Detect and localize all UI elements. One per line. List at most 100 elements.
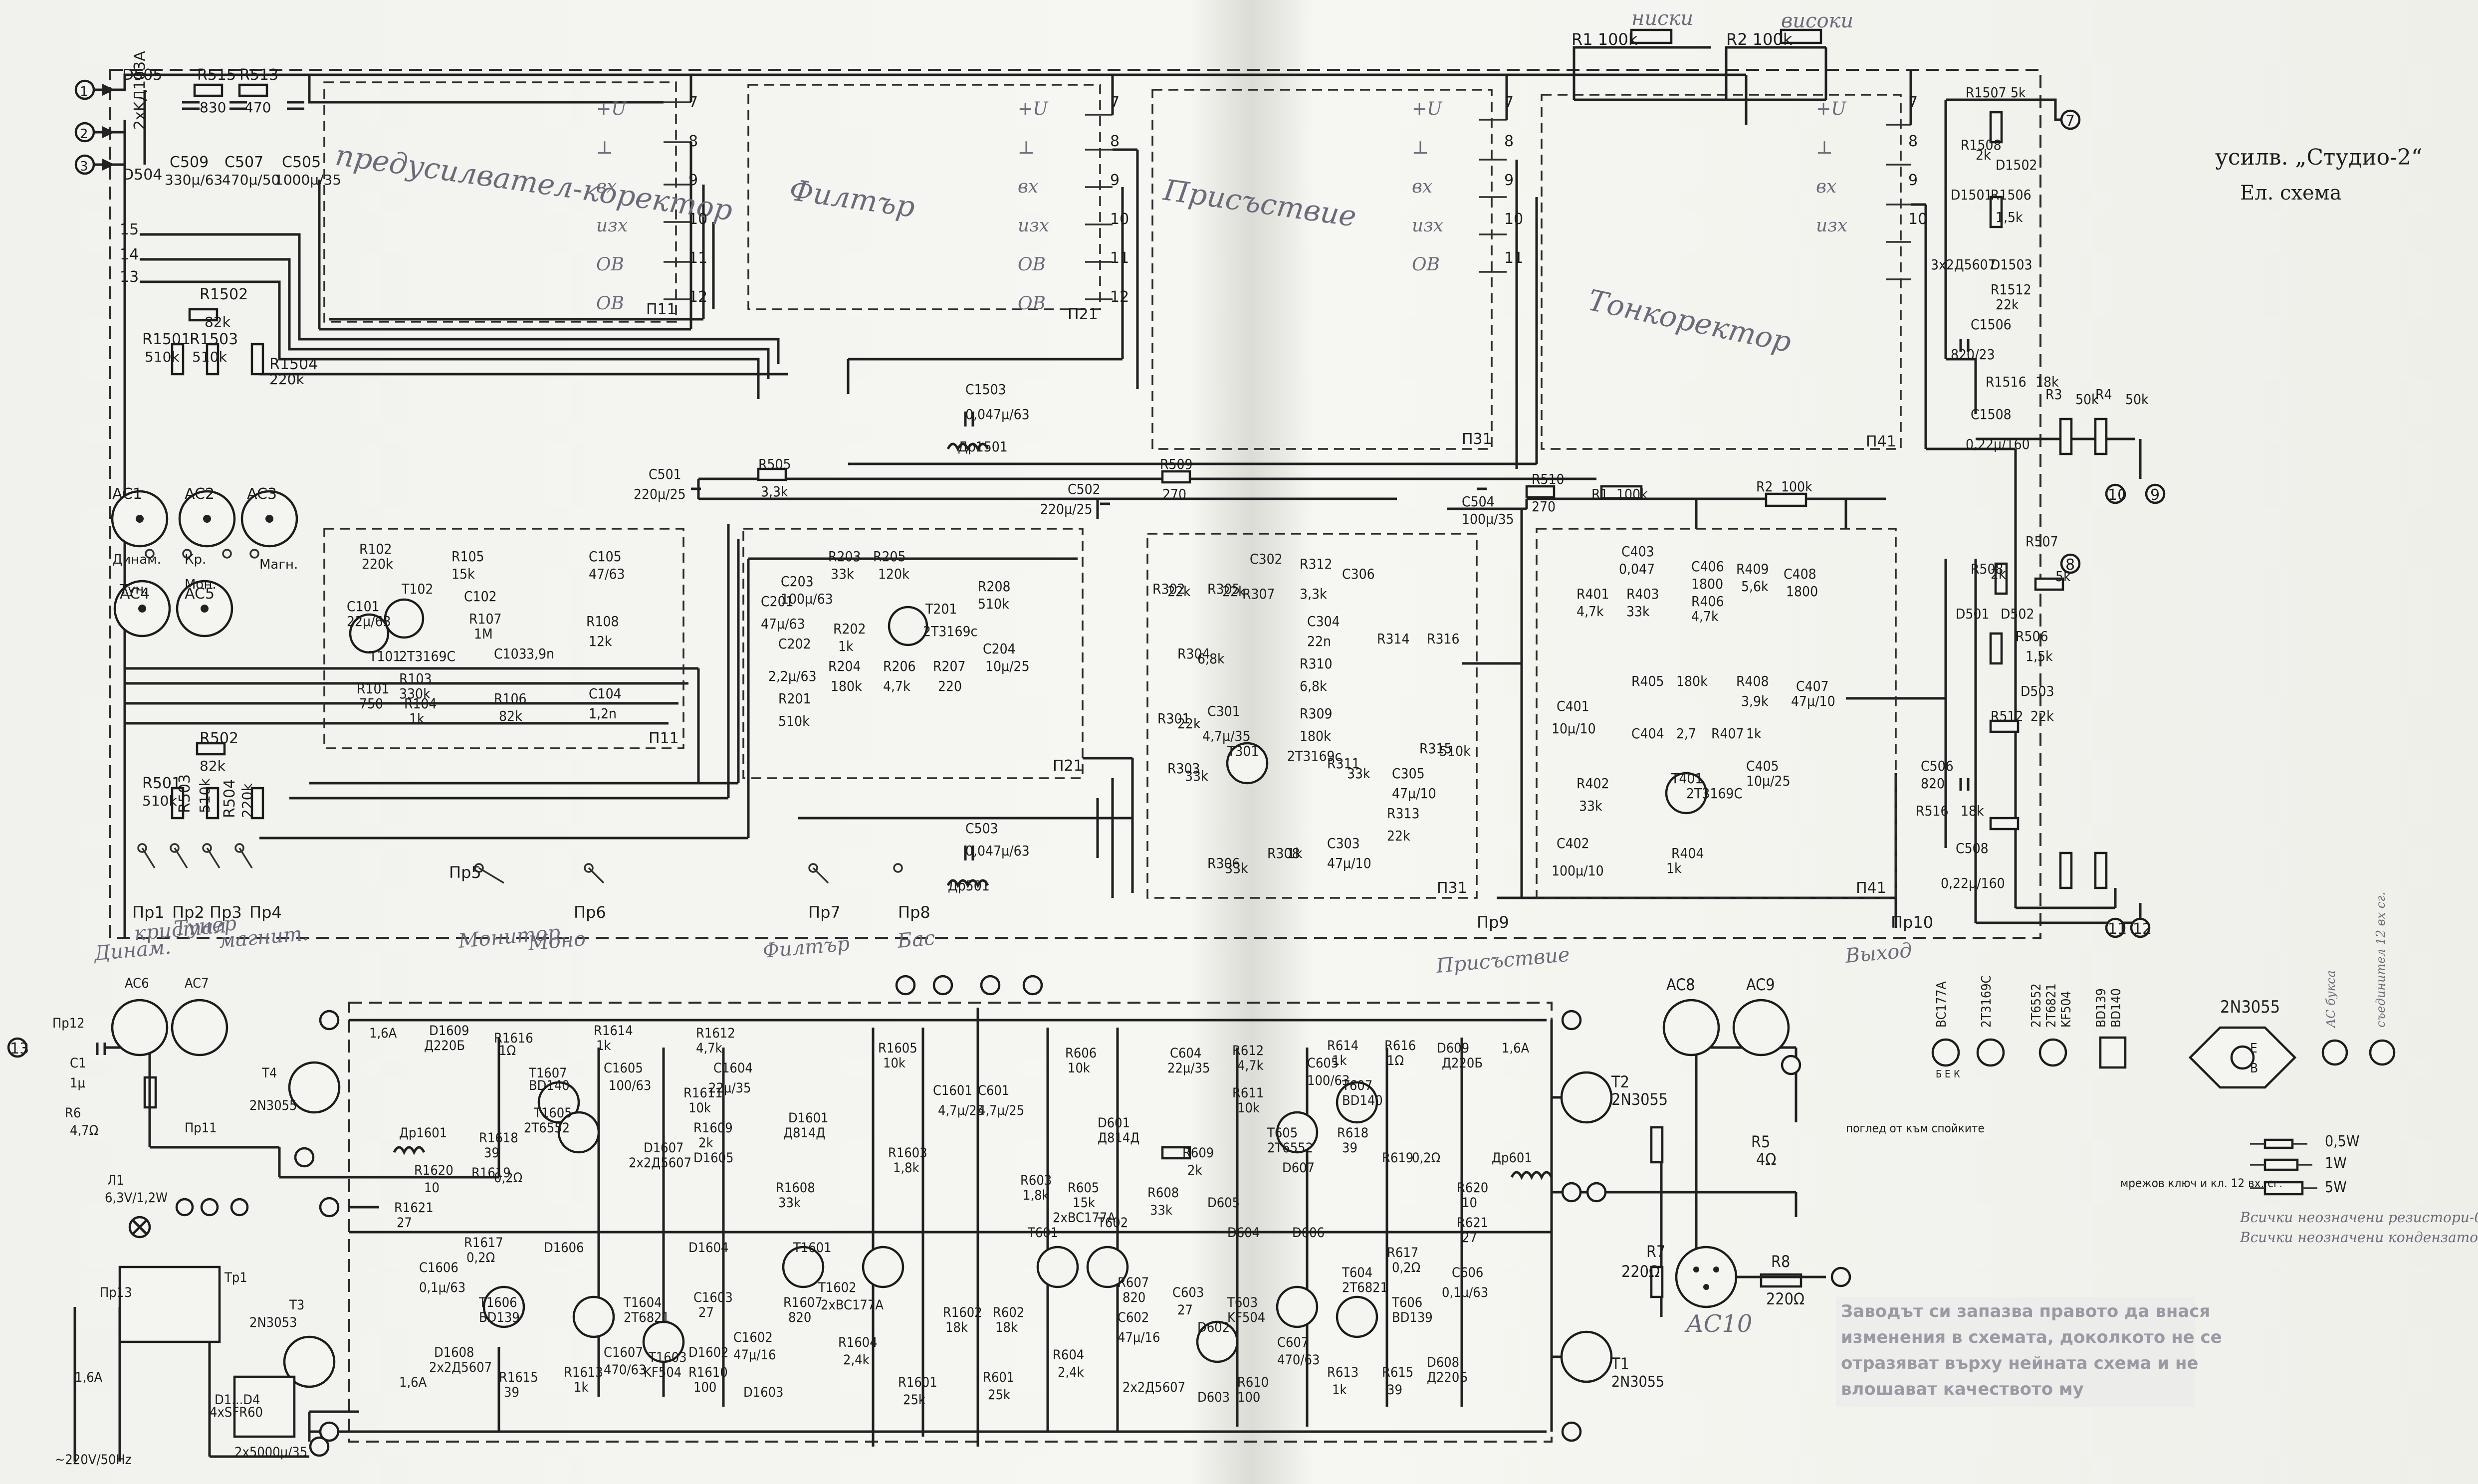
right-r516_val: 18k bbox=[1961, 803, 1984, 819]
p41-r406_val: 4,7k bbox=[1691, 608, 1719, 625]
pa-right-r619_val: 0,2Ω bbox=[1412, 1150, 1440, 1166]
pa-right-r604: R604 bbox=[1053, 1347, 1084, 1363]
pa-right-r621: R621 bbox=[1457, 1215, 1488, 1231]
out-r5: R5 bbox=[1751, 1132, 1770, 1151]
p11-r104: R104 bbox=[404, 695, 437, 712]
filter-module-pin-5: ОВ bbox=[1018, 254, 1046, 275]
p41-r402: R402 bbox=[1577, 775, 1609, 792]
preamp-module-pin-number: 12 bbox=[688, 288, 707, 306]
p21-r208_val: 510k bbox=[978, 596, 1009, 612]
pa-left-c1604: C1604 bbox=[713, 1060, 753, 1076]
switch-handwritten-3: Тунер bbox=[173, 912, 237, 940]
p21-r206_val: 4,7k bbox=[883, 678, 910, 694]
right-d501: D501 bbox=[1956, 606, 1989, 622]
pin-bd139: BD139 bbox=[2094, 988, 2109, 1028]
pa-right-t606: T606 bbox=[1391, 1295, 1422, 1310]
mid-r505: R505 bbox=[758, 456, 791, 472]
tone-module-pin-number: 7 bbox=[1908, 94, 1918, 111]
pa-left-c1602_val: 47µ/16 bbox=[733, 1347, 776, 1363]
p11-r102_val: 220k bbox=[362, 556, 393, 572]
inductors bbox=[393, 442, 1553, 1180]
pa-left-caps: 2x5000µ/35 bbox=[234, 1445, 307, 1460]
switch-label-10: Пр10 bbox=[1891, 913, 1933, 932]
module-p11 bbox=[323, 528, 684, 749]
p31-r314: R314 bbox=[1377, 631, 1410, 647]
out-t2: T2 bbox=[1611, 1072, 1629, 1091]
p11-r107_val: 1M bbox=[474, 626, 493, 642]
p11-t_type: 2T3169C bbox=[399, 648, 455, 664]
tone-module-pin-1: +U bbox=[1816, 99, 1847, 119]
pa-left-r1618: R1618 bbox=[479, 1130, 518, 1146]
pa-left-t1602: T1602 bbox=[818, 1280, 857, 1295]
presence-module-handwritten: Присъствие bbox=[1161, 173, 1358, 233]
p31-r301: R301 bbox=[1157, 710, 1190, 727]
pa-left-d1601: D1601 bbox=[788, 1110, 829, 1126]
pa-left-r1611: R1611 bbox=[683, 1085, 723, 1101]
right-d1503: D1503 bbox=[1991, 256, 2032, 273]
pa-left-r6_val: 4,7Ω bbox=[70, 1123, 98, 1138]
preamp-module-pin-number: 10 bbox=[688, 211, 707, 228]
label: 510k bbox=[145, 349, 180, 365]
pa-right-r605: R605 bbox=[1068, 1180, 1099, 1196]
pa-right-r604_val: 2,4k bbox=[1058, 1365, 1084, 1380]
pa-left-t4: T4 bbox=[261, 1065, 277, 1081]
pa-left-c1_val: 1µ bbox=[70, 1075, 85, 1091]
preamp-module-pin-6: ОВ bbox=[596, 293, 624, 314]
pa-left-d1606: D1606 bbox=[544, 1240, 584, 1256]
filter-module-code: П21 bbox=[1068, 306, 1098, 323]
pa-left-r1621: R1621 bbox=[394, 1200, 434, 1216]
preamp-module-pin-number: 11 bbox=[688, 249, 707, 267]
right-d1502: D1502 bbox=[1996, 157, 2037, 173]
right-r506_val: 1,5k bbox=[2026, 648, 2053, 664]
p11-c103_val: 3,9n bbox=[526, 645, 554, 662]
right-c1508_val: 0,22µ/160 bbox=[1966, 436, 2030, 452]
pa-left-r1605: R1605 bbox=[878, 1041, 917, 1056]
out-ac10: AC10 bbox=[1684, 1310, 1752, 1338]
p21-r207: R207 bbox=[933, 658, 966, 674]
p41-c404: C404 bbox=[1631, 725, 1664, 742]
pa-right-r607_val: 820 bbox=[1123, 1290, 1145, 1305]
pa-left-r1610: R1610 bbox=[688, 1365, 728, 1380]
note-w025: 0,5W bbox=[2325, 1133, 2360, 1150]
mid-r510_val: 270 bbox=[1532, 498, 1556, 515]
pa-left-d1602: D1602 bbox=[688, 1345, 729, 1360]
pa-right-c601: C601 bbox=[978, 1083, 1009, 1098]
pa-right-r618_val: 39 bbox=[1342, 1140, 1357, 1156]
p21-r204: R204 bbox=[828, 658, 861, 674]
p21-c204: C204 bbox=[983, 640, 1016, 657]
pin-2t6821: 2T6821 bbox=[2044, 983, 2059, 1028]
p11-r108: R108 bbox=[586, 613, 619, 630]
module-p21 bbox=[742, 528, 1084, 779]
pa-right-c602_val: 47µ/16 bbox=[1118, 1330, 1160, 1345]
preamp-transistors bbox=[349, 598, 1708, 815]
resistor-legend bbox=[2250, 1138, 2317, 1196]
mid-c503: C503 bbox=[965, 820, 998, 837]
label: 510k bbox=[142, 793, 177, 809]
pa-left-mains: ~220V/50Hz bbox=[55, 1452, 131, 1468]
p41-r407: R407 bbox=[1711, 725, 1744, 742]
p11-t101: T101 bbox=[369, 648, 401, 664]
pa-right-d609: D609 bbox=[1437, 1041, 1469, 1056]
pa-right-t602_type: 2xBC177A bbox=[1053, 1210, 1116, 1226]
power-transistors bbox=[283, 1061, 1613, 1388]
pa-left-d1609_type: Д220Б bbox=[424, 1038, 465, 1054]
p41-c406_val: 1800 bbox=[1691, 576, 1723, 592]
switch-label-5: Пр5 bbox=[449, 863, 481, 882]
pa-right-r621_val: 27 bbox=[1462, 1230, 1477, 1246]
p41-c403_val: 0,047 bbox=[1619, 561, 1655, 577]
mid-r509_val: 270 bbox=[1162, 486, 1186, 502]
p41-r403: R403 bbox=[1626, 586, 1659, 602]
p31-c301: C301 bbox=[1207, 703, 1240, 719]
note-pins-caption: мрежов ключ и кл. 12 вх. сг. bbox=[2120, 1176, 2282, 1190]
pa-right-t601: T601 bbox=[1027, 1225, 1058, 1241]
p41-r409_val: 5,6k bbox=[1741, 578, 1769, 595]
p11-lower-code: П11 bbox=[649, 730, 679, 747]
preamp-module-pin-number: 8 bbox=[688, 133, 698, 150]
pa-left-r1601: R1601 bbox=[898, 1375, 937, 1390]
pa-left-c1606_val: 0,1µ/63 bbox=[419, 1280, 465, 1295]
out-r7_val: 220Ω bbox=[1621, 1262, 1660, 1281]
pa-right-fuse: 1,6A bbox=[1502, 1041, 1530, 1056]
p41-r404_val: 1k bbox=[1666, 860, 1682, 876]
p11-r106_val: 82k bbox=[499, 708, 522, 724]
filter-module-pin-number: 12 bbox=[1110, 288, 1129, 306]
